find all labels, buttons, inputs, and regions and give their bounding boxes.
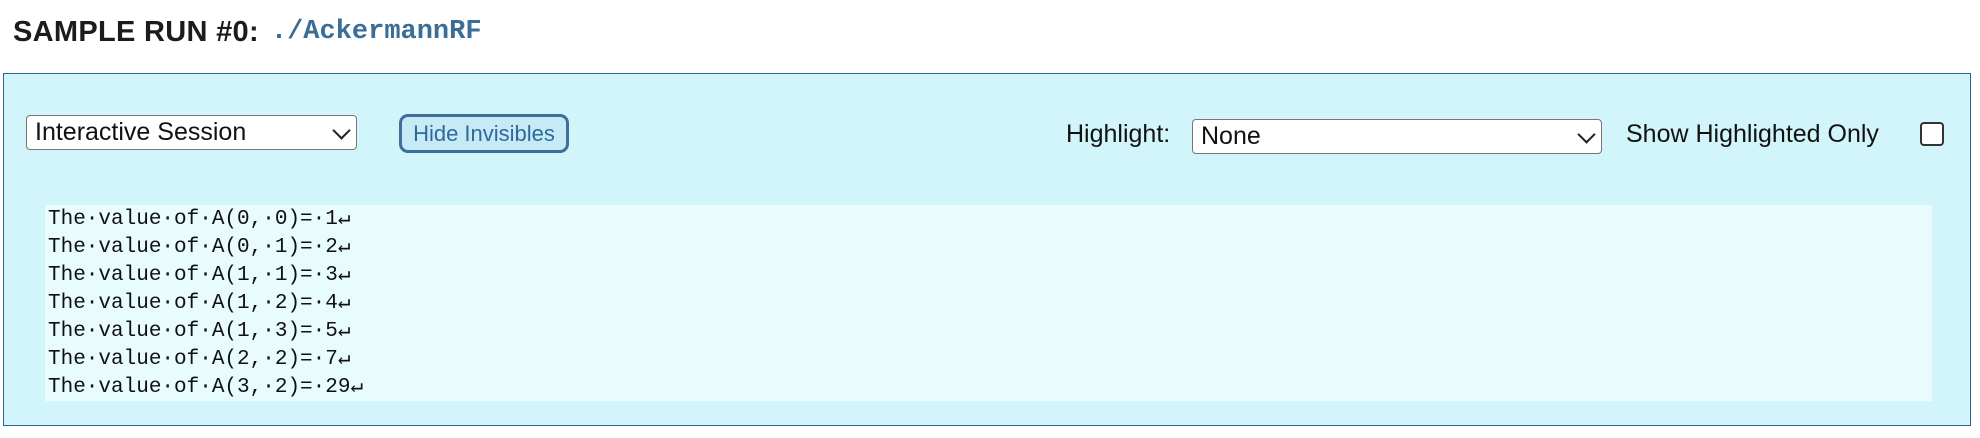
highlight-value: None — [1201, 122, 1261, 150]
highlight-select[interactable]: None — [1192, 119, 1602, 154]
chevron-down-icon — [332, 120, 351, 140]
session-mode-value: Interactive Session — [35, 118, 247, 146]
show-highlighted-only-label: Show Highlighted Only — [1626, 120, 1879, 148]
hide-invisibles-button[interactable]: Hide Invisibles — [399, 114, 569, 153]
output-line: The·value·of·A(3,·2)=·29↵ — [48, 376, 364, 399]
session-mode-select[interactable]: Interactive Session — [26, 115, 357, 150]
output-line: The·value·of·A(2,·2)=·7↵ — [48, 348, 351, 371]
output-line: The·value·of·A(0,·1)=·2↵ — [48, 236, 351, 259]
show-highlighted-only-checkbox[interactable] — [1920, 122, 1944, 146]
chevron-down-icon — [1577, 124, 1596, 144]
output-line: The·value·of·A(1,·1)=·3↵ — [48, 264, 351, 287]
output-line: The·value·of·A(1,·2)=·4↵ — [48, 292, 351, 315]
command-name: ./AckermannRF — [270, 17, 482, 47]
sample-run-heading: SAMPLE RUN #0: ./AckermannRF — [13, 10, 482, 54]
output-line: The·value·of·A(1,·3)=·5↵ — [48, 320, 351, 343]
highlight-label: Highlight: — [1066, 120, 1171, 148]
output-line: The·value·of·A(0,·0)=·1↵ — [48, 208, 351, 231]
sample-run-panel: Interactive Session Hide Invisibles High… — [3, 73, 1971, 426]
sample-run-label: SAMPLE RUN #0: — [13, 15, 259, 48]
session-output: The·value·of·A(0,·0)=·1↵ The·value·of·A(… — [45, 205, 1932, 401]
